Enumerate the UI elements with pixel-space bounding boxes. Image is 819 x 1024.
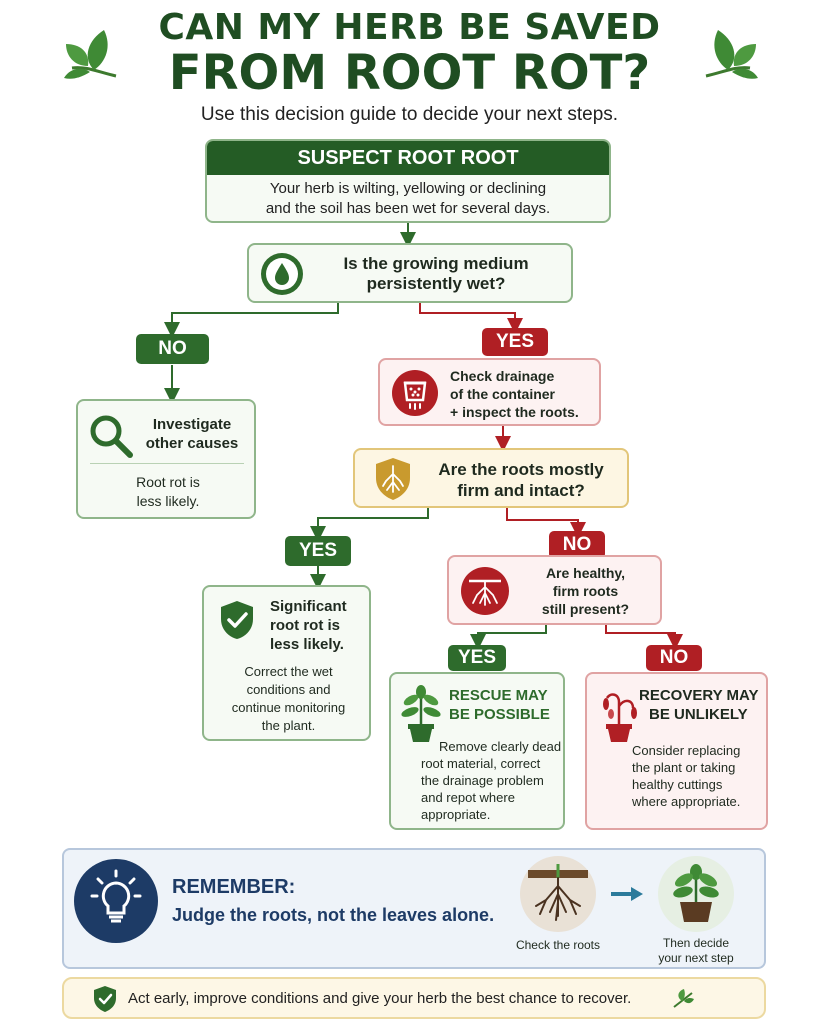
title-line-2: FROM ROOT ROT? [168, 45, 651, 101]
q3-line-1: Are healthy, [545, 565, 626, 581]
investigate-note-1: Root rot is [136, 474, 200, 490]
potted-plant-photo-icon [658, 856, 734, 932]
q2-no-badge: NO [549, 531, 605, 559]
q3-yes-badge: YES [448, 645, 506, 671]
caption-check-roots: Check the roots [515, 938, 601, 952]
significant-line-1: Significant [270, 598, 347, 615]
divider [90, 463, 244, 464]
rescue-line-1: RESCUE MAY [449, 687, 548, 704]
wilted-plant-icon [603, 693, 637, 742]
investigate-note-2: less likely. [136, 493, 200, 509]
rescue-line-2: BE POSSIBLE [449, 706, 550, 723]
footer-text: Act early, improve conditions and give y… [128, 990, 632, 1007]
arrow-q3-yes [470, 625, 547, 650]
q1-yes-badge: YES [482, 328, 548, 356]
investigate-box: Investigate other causes Root rot is les… [76, 399, 256, 519]
significant-line-3: less likely. [270, 636, 344, 653]
remember-title: REMEMBER: [172, 876, 296, 898]
rescue-body-1: Remove clearly dead [439, 739, 562, 754]
q3-no-badge: NO [646, 645, 702, 671]
start-title: SUSPECT ROOT ROOT [207, 141, 609, 175]
rescue-body-2: root material, correct [421, 756, 541, 771]
rescue-body-5: appropriate. [421, 807, 491, 822]
investigate-line-2: other causes [145, 435, 239, 452]
caption-decide-line-2: your next step [658, 951, 734, 965]
caption-decide-line-1: Then decide [662, 936, 730, 950]
recovery-body-4: where appropriate. [632, 794, 741, 809]
leaf-right-icon [705, 30, 758, 79]
recovery-body-3: healthy cuttings [632, 777, 723, 792]
roots-photo-icon [520, 856, 596, 932]
rescue-box: RESCUE MAY BE POSSIBLE Remove clearly de… [389, 672, 565, 830]
water-drop-icon [261, 253, 303, 295]
significant-body-3: continue monitoring [231, 700, 346, 715]
q1-line-2: persistently wet? [366, 274, 506, 293]
question-medium-wet: Is the growing medium persistently wet? [247, 243, 573, 303]
leaf-icon [673, 989, 694, 1008]
q2-line-2: firm and intact? [457, 481, 585, 500]
arrow-q3-no [605, 625, 683, 650]
q2-line-1: Are the roots mostly [438, 460, 604, 479]
rescue-body-4: and repot where [421, 790, 515, 805]
drainage-line-1: Check drainage [450, 368, 555, 384]
leaf-left-icon [64, 30, 117, 79]
shield-check-icon [221, 601, 253, 639]
recovery-body-2: the plant or taking [632, 760, 736, 775]
lightbulb-icon [74, 859, 158, 943]
shield-check-icon [94, 986, 116, 1012]
arrow-q2-no [506, 508, 586, 538]
start-line-1: Your herb is wilting, yellowing or decli… [269, 180, 547, 197]
title-line-1: CAN MY HERB BE SAVED [158, 7, 661, 48]
question-roots-firm: Are the roots mostly firm and intact? [353, 448, 629, 508]
footer-banner: Act early, improve conditions and give y… [62, 977, 766, 1019]
significant-box: Significant root rot is less likely. Cor… [202, 585, 371, 741]
container-drainage-icon [392, 370, 438, 416]
recovery-box: RECOVERY MAY BE UNLIKELY Consider replac… [585, 672, 768, 830]
recovery-line-1: RECOVERY MAY [639, 687, 759, 704]
healthy-plant-icon [401, 685, 441, 742]
roots-icon [461, 567, 509, 615]
significant-body-1: Correct the wet [244, 664, 333, 679]
drainage-line-3: + inspect the roots. [450, 404, 579, 420]
shield-roots-icon [376, 458, 410, 500]
significant-body-2: conditions and [246, 682, 331, 697]
start-line-2: and the soil has been wet for several da… [265, 200, 551, 217]
subtitle: Use this decision guide to decide your n… [200, 104, 619, 125]
remember-text: Judge the roots, not the leaves alone. [172, 905, 495, 925]
q1-no-badge: NO [136, 334, 209, 364]
magnifier-icon [90, 415, 133, 458]
drainage-box: Check drainage of the container + inspec… [378, 358, 601, 426]
remember-panel: REMEMBER: Judge the roots, not the leave… [62, 848, 766, 969]
arrow-q2-yes [310, 508, 429, 542]
q3-line-2: firm roots [552, 583, 619, 599]
q1-line-1: Is the growing medium [343, 254, 529, 273]
rescue-body-3: the drainage problem [421, 773, 544, 788]
q2-yes-badge: YES [285, 536, 351, 566]
drainage-line-2: of the container [450, 386, 556, 402]
question-healthy-roots: Are healthy, firm roots still present? [447, 555, 662, 625]
significant-body-4: the plant. [261, 718, 316, 733]
arrow-q1-no [164, 303, 339, 338]
q3-line-3: still present? [541, 601, 630, 617]
start-box: SUSPECT ROOT ROOT Your herb is wilting, … [205, 139, 611, 223]
arrow-q1-yes [419, 303, 523, 334]
arrow-right-icon [611, 887, 643, 901]
recovery-line-2: BE UNLIKELY [649, 706, 748, 723]
investigate-line-1: Investigate [152, 416, 232, 433]
recovery-body-1: Consider replacing [632, 743, 741, 758]
significant-line-2: root rot is [270, 617, 340, 634]
